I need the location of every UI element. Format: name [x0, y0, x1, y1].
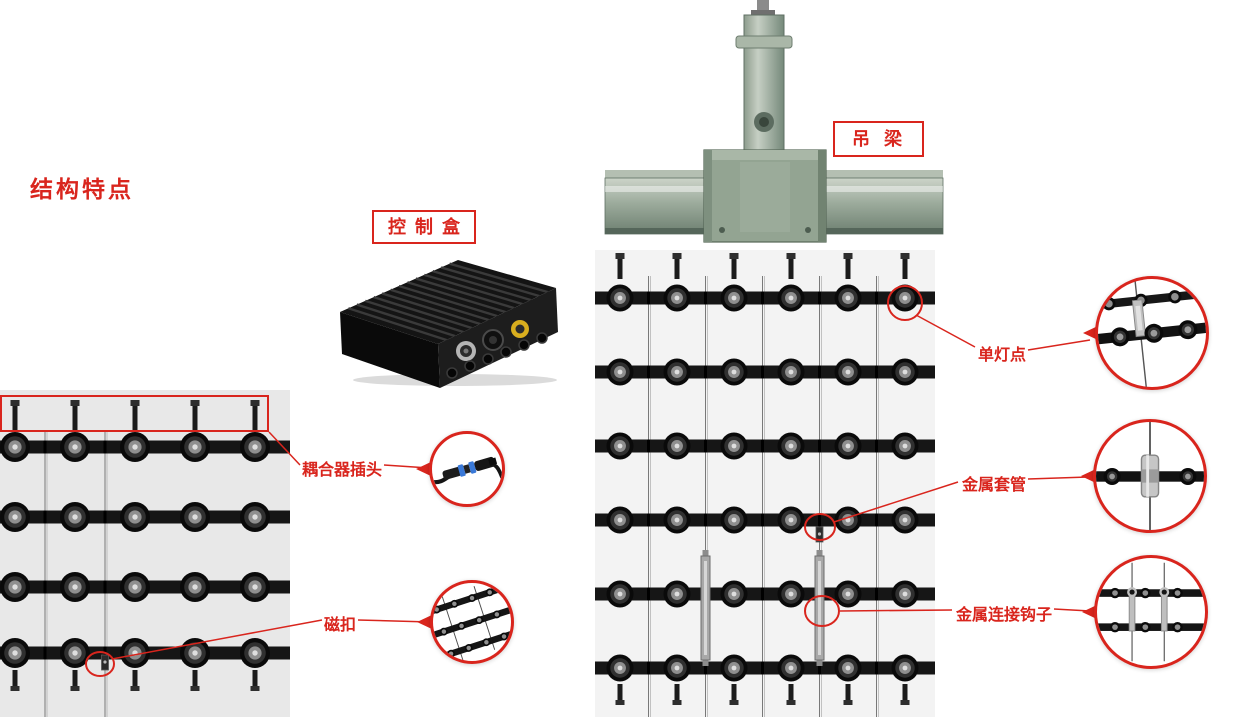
magnetic-buckle-pointer: [417, 614, 434, 630]
page-title: 结构特点: [30, 176, 134, 202]
callout-label-metal-hook: 金属连接钩子: [956, 607, 1053, 624]
callout-label-coupler-plug: 耦合器插头: [302, 462, 383, 479]
callout-label-magnetic-buckle: 磁扣: [324, 617, 357, 634]
metal-sleeve-detail-photo: [1093, 419, 1207, 533]
metal-hook-detail-photo: [1094, 555, 1208, 669]
led-mesh-left-photo: [0, 390, 290, 717]
magnetic-buckle-detail-photo: [430, 580, 514, 664]
hanging-beam-label: 吊梁: [833, 121, 924, 157]
coupler-plug-detail-photo: [429, 431, 505, 507]
control-box-label: 控制盒: [372, 210, 476, 244]
coupler-plug-pointer: [416, 461, 433, 477]
led-mesh-right-photo: [595, 250, 935, 717]
callout-label-metal-sleeve: 金属套管: [962, 477, 1027, 494]
single-lamp-detail-photo: [1095, 276, 1209, 390]
hanging-beam-photo: [604, 0, 944, 243]
control-box-photo: [340, 260, 558, 388]
callout-label-single-lamp: 单灯点: [978, 347, 1027, 364]
